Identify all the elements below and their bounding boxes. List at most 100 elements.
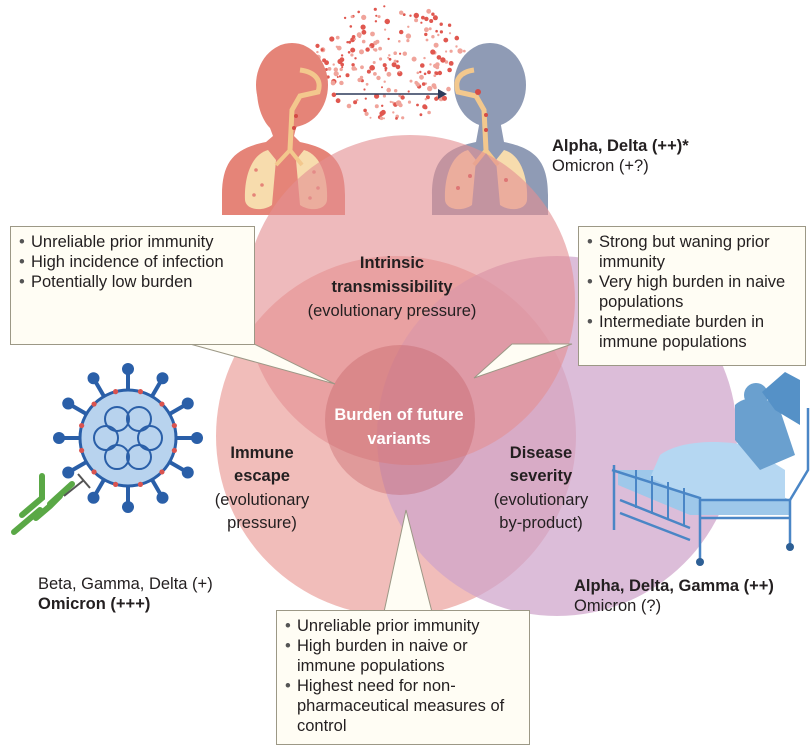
droplet: [363, 108, 367, 113]
droplet: [447, 23, 452, 27]
droplet: [382, 63, 387, 68]
droplet: [389, 100, 392, 104]
droplet: [384, 18, 390, 25]
virus-membrane-protein: [137, 389, 144, 395]
droplet: [391, 101, 394, 104]
droplet: [424, 16, 429, 22]
virus-membrane-protein: [159, 469, 165, 475]
variants-severity-primary: Alpha, Delta, Gamma (++): [574, 577, 774, 595]
droplet: [364, 97, 367, 100]
droplet: [396, 60, 399, 63]
droplet: [428, 27, 432, 31]
droplet: [444, 60, 449, 64]
droplet: [350, 47, 356, 53]
droplet: [329, 36, 335, 42]
droplet: [383, 80, 386, 83]
droplet: [447, 67, 452, 73]
virus-membrane-protein: [79, 422, 85, 429]
virus-spike-head: [181, 466, 194, 479]
center-label-line2: variants: [367, 430, 430, 448]
droplet: [457, 48, 463, 54]
virus-membrane-protein: [159, 401, 165, 407]
droplet: [431, 83, 437, 88]
virus-spike: [93, 478, 106, 497]
droplet: [406, 39, 410, 43]
droplet: [429, 19, 434, 23]
droplet: [372, 67, 375, 70]
droplet: [341, 66, 344, 69]
droplet: [379, 57, 383, 61]
callout-top-right-item: Very high burden in naive populations: [587, 272, 797, 312]
droplet: [356, 32, 362, 38]
droplet: [353, 100, 358, 105]
droplet: [360, 24, 366, 30]
droplet: [425, 95, 430, 100]
center-label-line1: Burden of future: [334, 406, 463, 424]
droplet: [366, 69, 371, 74]
droplet: [320, 48, 324, 52]
droplet: [382, 94, 386, 98]
droplet: [365, 47, 370, 52]
left-circle-subtitle-line2: pressure): [227, 514, 297, 532]
droplet: [399, 29, 404, 35]
droplet: [439, 22, 443, 26]
virus-spike-head: [156, 491, 169, 504]
droplet: [449, 49, 453, 53]
transmission-arrow: [336, 89, 447, 99]
left-circle-subtitle-line1: (evolutionary: [215, 491, 310, 509]
virus-spike-head: [87, 372, 100, 385]
callout-bottom-item: Unreliable prior immunity: [285, 616, 521, 636]
droplet: [442, 95, 447, 101]
droplet: [346, 41, 349, 44]
droplet: [372, 48, 376, 51]
droplet: [365, 82, 369, 86]
virus-rna-loop: [126, 444, 152, 471]
droplet: [333, 67, 338, 72]
droplet: [349, 25, 353, 28]
variants-transmissibility-secondary: Omicron (+?): [552, 157, 649, 175]
droplet: [455, 45, 458, 48]
droplet: [384, 66, 388, 70]
droplet: [391, 62, 397, 68]
virus-spike: [93, 379, 106, 398]
droplet: [421, 15, 425, 20]
variants-transmissibility: Alpha, Delta (++)* Omicron (+?): [552, 136, 689, 176]
droplet: [374, 20, 378, 23]
callout-top-left-item: Potentially low burden: [19, 272, 246, 292]
droplet: [363, 88, 366, 91]
droplet: [395, 64, 401, 70]
droplet: [443, 37, 449, 43]
virus-rna-loop: [104, 405, 130, 432]
droplet: [388, 54, 391, 57]
droplet: [333, 71, 339, 77]
droplet: [393, 51, 398, 55]
variants-escape-primary: Beta, Gamma, Delta (+): [38, 575, 213, 593]
droplet: [369, 116, 372, 119]
aerosol-droplets-icon: [313, 5, 472, 121]
droplet: [401, 116, 405, 120]
top-circle-title-line2: transmissibility: [331, 278, 453, 296]
droplet: [327, 67, 332, 71]
droplet: [424, 98, 427, 101]
droplet: [356, 98, 359, 102]
droplet: [445, 50, 448, 53]
left-circle-title-line1: Immune: [230, 444, 293, 462]
droplet: [381, 86, 383, 89]
virus-membrane-protein: [137, 481, 144, 487]
virus-membrane-protein: [112, 481, 119, 487]
droplet: [462, 49, 466, 53]
droplet: [374, 104, 379, 109]
antibody-icon: [11, 473, 91, 535]
circle-intrinsic-transmissibility: [245, 135, 575, 465]
droplet: [372, 61, 376, 64]
droplet: [425, 38, 429, 42]
droplet: [340, 81, 344, 85]
droplet: [434, 71, 438, 75]
droplet: [379, 116, 384, 121]
callout-top-left-item: Unreliable prior immunity: [19, 232, 246, 252]
virus-spike: [150, 478, 163, 497]
droplet: [335, 35, 340, 40]
callout-top-right-item: Strong but waning prior immunity: [587, 232, 797, 272]
droplet: [402, 51, 407, 56]
